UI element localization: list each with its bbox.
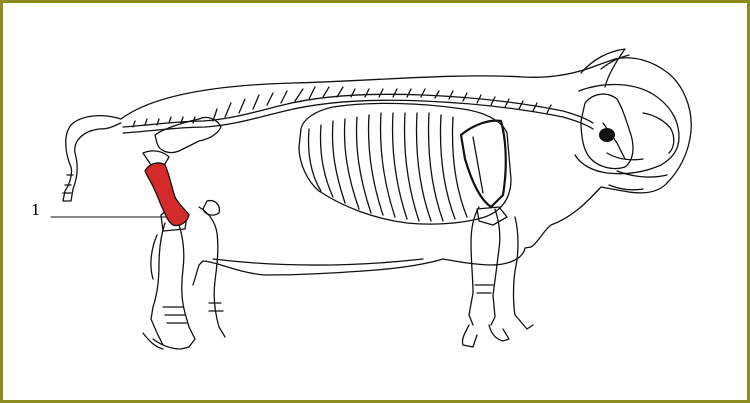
snout <box>643 113 674 153</box>
front-leg <box>462 207 533 347</box>
femur-highlight <box>145 163 189 226</box>
ribs <box>309 113 468 221</box>
patella <box>203 201 219 215</box>
scapula <box>461 121 506 207</box>
eye <box>599 128 615 142</box>
callout-label: 1 <box>31 201 41 219</box>
body-outline <box>121 58 691 285</box>
pig-skeleton-drawing <box>3 3 747 400</box>
tail <box>63 116 121 201</box>
belly-line <box>213 259 423 265</box>
